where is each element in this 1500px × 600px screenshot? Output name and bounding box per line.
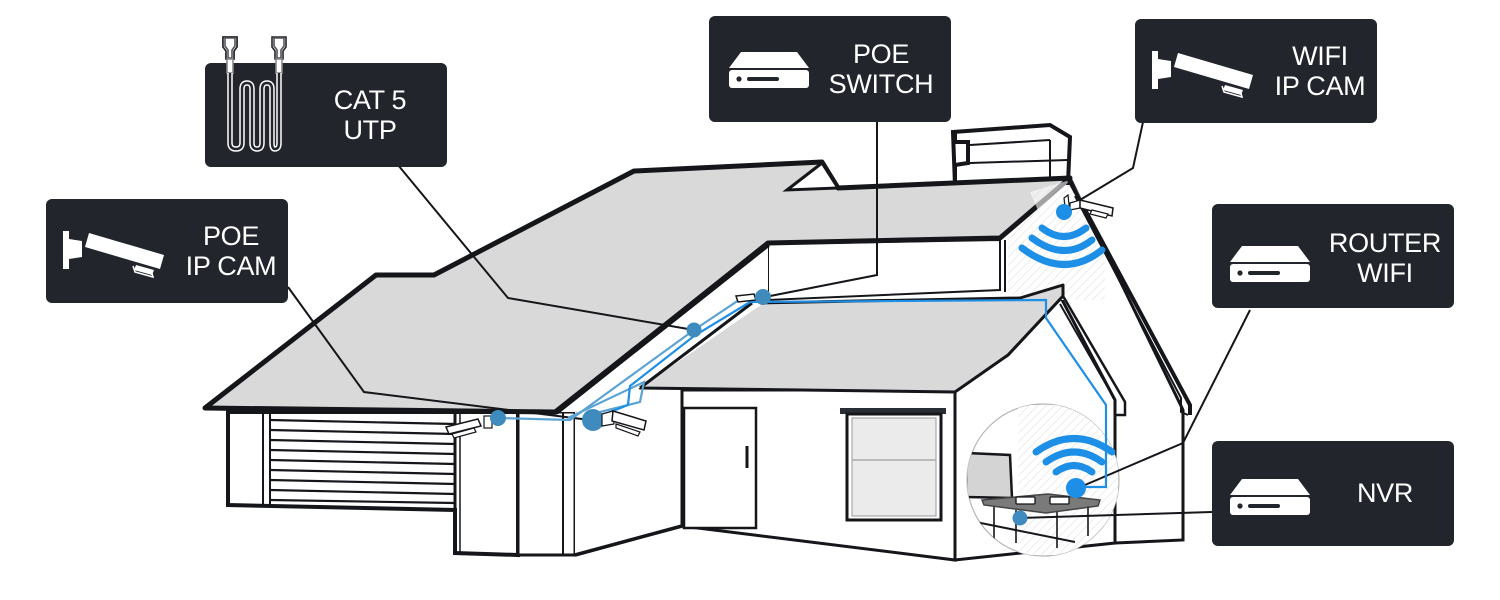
garage xyxy=(226,410,520,558)
poe-cam-line-1: POE xyxy=(202,221,260,251)
node-nvr xyxy=(1012,510,1028,526)
wifi-cam-label-text: WIFI IP CAM xyxy=(1265,41,1375,101)
window xyxy=(840,408,946,522)
front-wall xyxy=(680,388,957,562)
poe-cam-label-text: POE IP CAM xyxy=(176,221,286,281)
router-line-1: ROUTER xyxy=(1328,228,1442,258)
poe-switch-label: POE SWITCH xyxy=(709,16,951,122)
wifi-cam-line-1: WIFI xyxy=(1292,41,1348,71)
nvr-line-1: NVR xyxy=(1356,478,1414,508)
cat5-label-text: CAT 5 UTP xyxy=(305,85,435,145)
cat5-label: CAT 5 UTP xyxy=(205,63,447,167)
nvr-device xyxy=(1015,496,1036,505)
poe-switch-label-text: POE SWITCH xyxy=(817,39,945,99)
wifi-signal-gable xyxy=(1018,204,1106,268)
wifi-cam-label: WIFI IP CAM xyxy=(1135,19,1377,123)
garage-door xyxy=(269,418,456,505)
security-camera-icon xyxy=(1152,51,1253,99)
chimney xyxy=(950,122,1073,189)
desk xyxy=(980,493,1102,514)
poe-switch-device xyxy=(734,293,758,303)
network-device-icon xyxy=(729,52,809,88)
cat5-line-1: CAT 5 xyxy=(333,85,407,115)
router-leader xyxy=(1077,309,1251,489)
poe-cam-leader xyxy=(287,286,591,421)
wifi-cam-leader xyxy=(1079,121,1144,201)
poe-camera-left xyxy=(444,415,493,439)
router-label-text: ROUTER WIFI xyxy=(1320,228,1450,288)
router-label: ROUTER WIFI xyxy=(1212,204,1454,308)
tv-screen xyxy=(967,451,1014,500)
gable-trim xyxy=(1059,177,1192,417)
node-poe-switch xyxy=(755,289,771,305)
poe-switch-line-2: SWITCH xyxy=(828,69,934,99)
cat5-leader xyxy=(397,164,695,331)
poe-camera-right xyxy=(582,409,647,437)
cat5-line-2: UTP xyxy=(343,115,397,145)
poe-switch-line-1: POE xyxy=(852,39,910,69)
node-garage-camera xyxy=(490,410,506,426)
node-router xyxy=(1066,478,1086,498)
network-device-icon xyxy=(1230,246,1310,282)
ethernet-cable-icon xyxy=(222,36,287,152)
security-camera-icon xyxy=(63,231,164,279)
front-door xyxy=(682,406,758,530)
network-device-icon xyxy=(1230,479,1310,515)
connection-nodes xyxy=(490,289,1086,526)
router-device xyxy=(1049,496,1070,505)
wifi-cam-line-2: IP CAM xyxy=(1274,71,1366,101)
node-cable xyxy=(686,322,702,338)
leader-lines xyxy=(287,121,1251,519)
poe-cam-label: POE IP CAM xyxy=(46,199,288,303)
router-line-2: WIFI xyxy=(1357,258,1413,288)
poe-cam-line-2: IP CAM xyxy=(185,251,277,281)
nvr-label-text: NVR xyxy=(1320,478,1450,508)
poe-switch-leader xyxy=(764,122,878,298)
nvr-label: NVR xyxy=(1212,441,1454,546)
nvr-leader xyxy=(1019,511,1213,519)
wifi-signal-router xyxy=(1032,435,1116,476)
